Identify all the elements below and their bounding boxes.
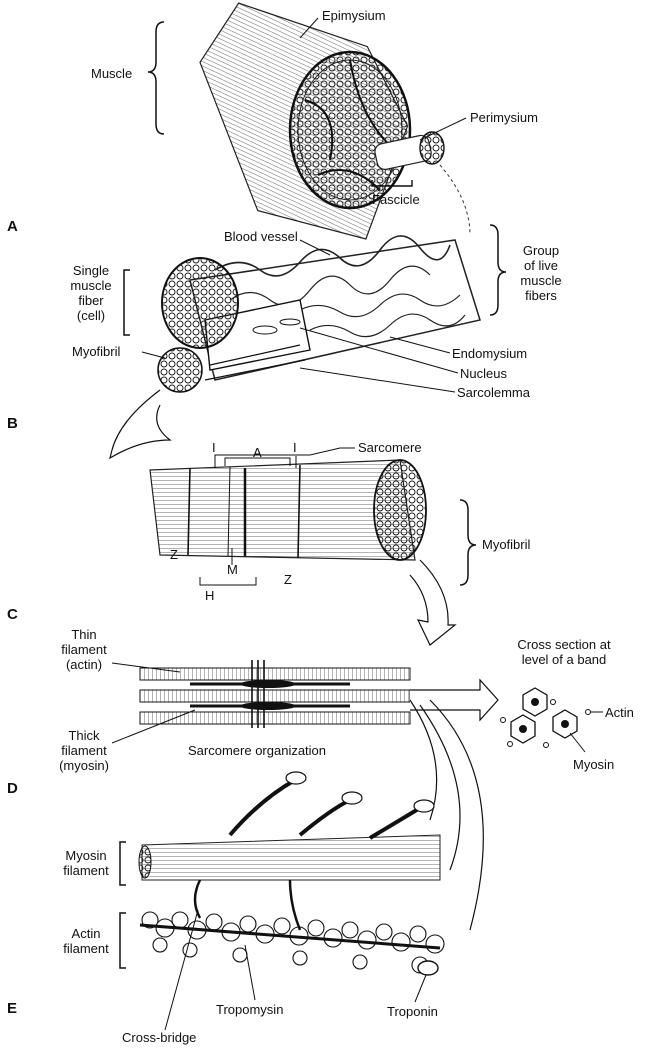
group-fibers-line: Group	[510, 243, 572, 258]
panel-label-a: A	[7, 218, 18, 235]
single-fiber-line: (cell)	[60, 308, 122, 323]
sarcomere-organization-label: Sarcomere organization	[188, 743, 326, 758]
group-fibers-label: Group of live muscle fibers	[510, 243, 572, 303]
myofibril-label-c: Myofibril	[482, 537, 530, 552]
cross-section-line: level of a band	[498, 652, 630, 667]
single-fiber-line: muscle	[60, 278, 122, 293]
panel-d-sarcomere-drawing	[140, 660, 498, 930]
myosin-label: Myosin	[573, 757, 614, 772]
perimysium-label: Perimysium	[470, 110, 538, 125]
actin-filament-bracket	[120, 913, 126, 968]
blood-vessel-label: Blood vessel	[224, 229, 298, 244]
muscle-brace	[148, 22, 164, 134]
myosin-leader	[570, 733, 585, 752]
blood-vessel-leader	[300, 240, 330, 255]
myosin-filament-label: Myosin filament	[55, 848, 117, 878]
sarcolemma-label: Sarcolemma	[457, 385, 530, 400]
panel-label-c: C	[7, 606, 18, 623]
thin-filament-line: Thin	[48, 627, 120, 642]
h-zone-label: H	[205, 588, 214, 603]
fascicle-label: Fascicle	[372, 192, 420, 207]
cross-section-line: Cross section at	[498, 637, 630, 652]
z-line-left-label: Z	[170, 547, 178, 562]
panel-c-myofibril-drawing	[150, 460, 455, 645]
single-fiber-bracket	[124, 270, 130, 335]
single-fiber-line: fiber	[60, 293, 122, 308]
panel-label-d: D	[7, 780, 18, 797]
m-line-label: M	[227, 562, 238, 577]
myofibril-brace	[460, 500, 476, 585]
nucleus-label: Nucleus	[460, 366, 507, 381]
panel-b-fiber-drawing	[158, 236, 480, 392]
perimysium-leader	[420, 118, 466, 140]
troponin-label: Troponin	[387, 1004, 438, 1019]
group-fibers-line: muscle	[510, 273, 572, 288]
actin-label: Actin	[605, 705, 634, 720]
thin-filament-line: filament	[48, 642, 120, 657]
thick-filament-line: filament	[48, 743, 120, 758]
myosin-filament-line: Myosin	[55, 848, 117, 863]
arrow-b-to-c	[110, 390, 170, 458]
thin-filament-label: Thin filament (actin)	[48, 627, 120, 672]
group-fibers-line: fibers	[510, 288, 572, 303]
thin-filament-line: (actin)	[48, 657, 120, 672]
tropomyosin-leader	[245, 945, 255, 1000]
myosin-filament-line: filament	[55, 863, 117, 878]
myofibril-label-b: Myofibril	[72, 344, 120, 359]
panel-a-muscle-drawing	[154, 0, 470, 257]
sarcolemma-leader	[300, 368, 455, 392]
panel-label-b: B	[7, 415, 18, 432]
thick-filament-label: Thick filament (myosin)	[48, 728, 120, 773]
panel-label-e: E	[7, 1000, 17, 1017]
cross-bridge-label: Cross-bridge	[122, 1030, 196, 1045]
tropomyosin-label: Tropomysin	[216, 1002, 283, 1017]
epimysium-label: Epimysium	[322, 8, 386, 23]
actin-filament-label: Actin filament	[55, 926, 117, 956]
panel-e-filament-drawing	[139, 772, 444, 975]
myosin-filament-bracket	[120, 842, 126, 885]
actin-filament-line: filament	[55, 941, 117, 956]
i-band-left-label: I	[212, 440, 216, 455]
myofibril-leader-b	[142, 352, 165, 358]
troponin-leader	[415, 975, 426, 1002]
muscle-label: Muscle	[91, 66, 132, 81]
cross-section-diagram	[501, 688, 591, 748]
sarcomere-label: Sarcomere	[358, 440, 422, 455]
endomysium-label: Endomysium	[452, 346, 527, 361]
actin-filament-line: Actin	[55, 926, 117, 941]
thick-filament-line: Thick	[48, 728, 120, 743]
group-fibers-brace	[490, 225, 506, 315]
z-line-right-label: Z	[284, 572, 292, 587]
h-zone-bracket	[200, 577, 256, 585]
i-band-right-label: I	[293, 440, 297, 455]
thick-filament-line: (myosin)	[48, 758, 120, 773]
single-fiber-label: Single muscle fiber (cell)	[60, 263, 122, 323]
cross-section-label: Cross section at level of a band	[498, 637, 630, 667]
single-fiber-line: Single	[60, 263, 122, 278]
a-band-label: A	[253, 445, 262, 460]
group-fibers-line: of live	[510, 258, 572, 273]
endomysium-leader	[390, 337, 450, 353]
